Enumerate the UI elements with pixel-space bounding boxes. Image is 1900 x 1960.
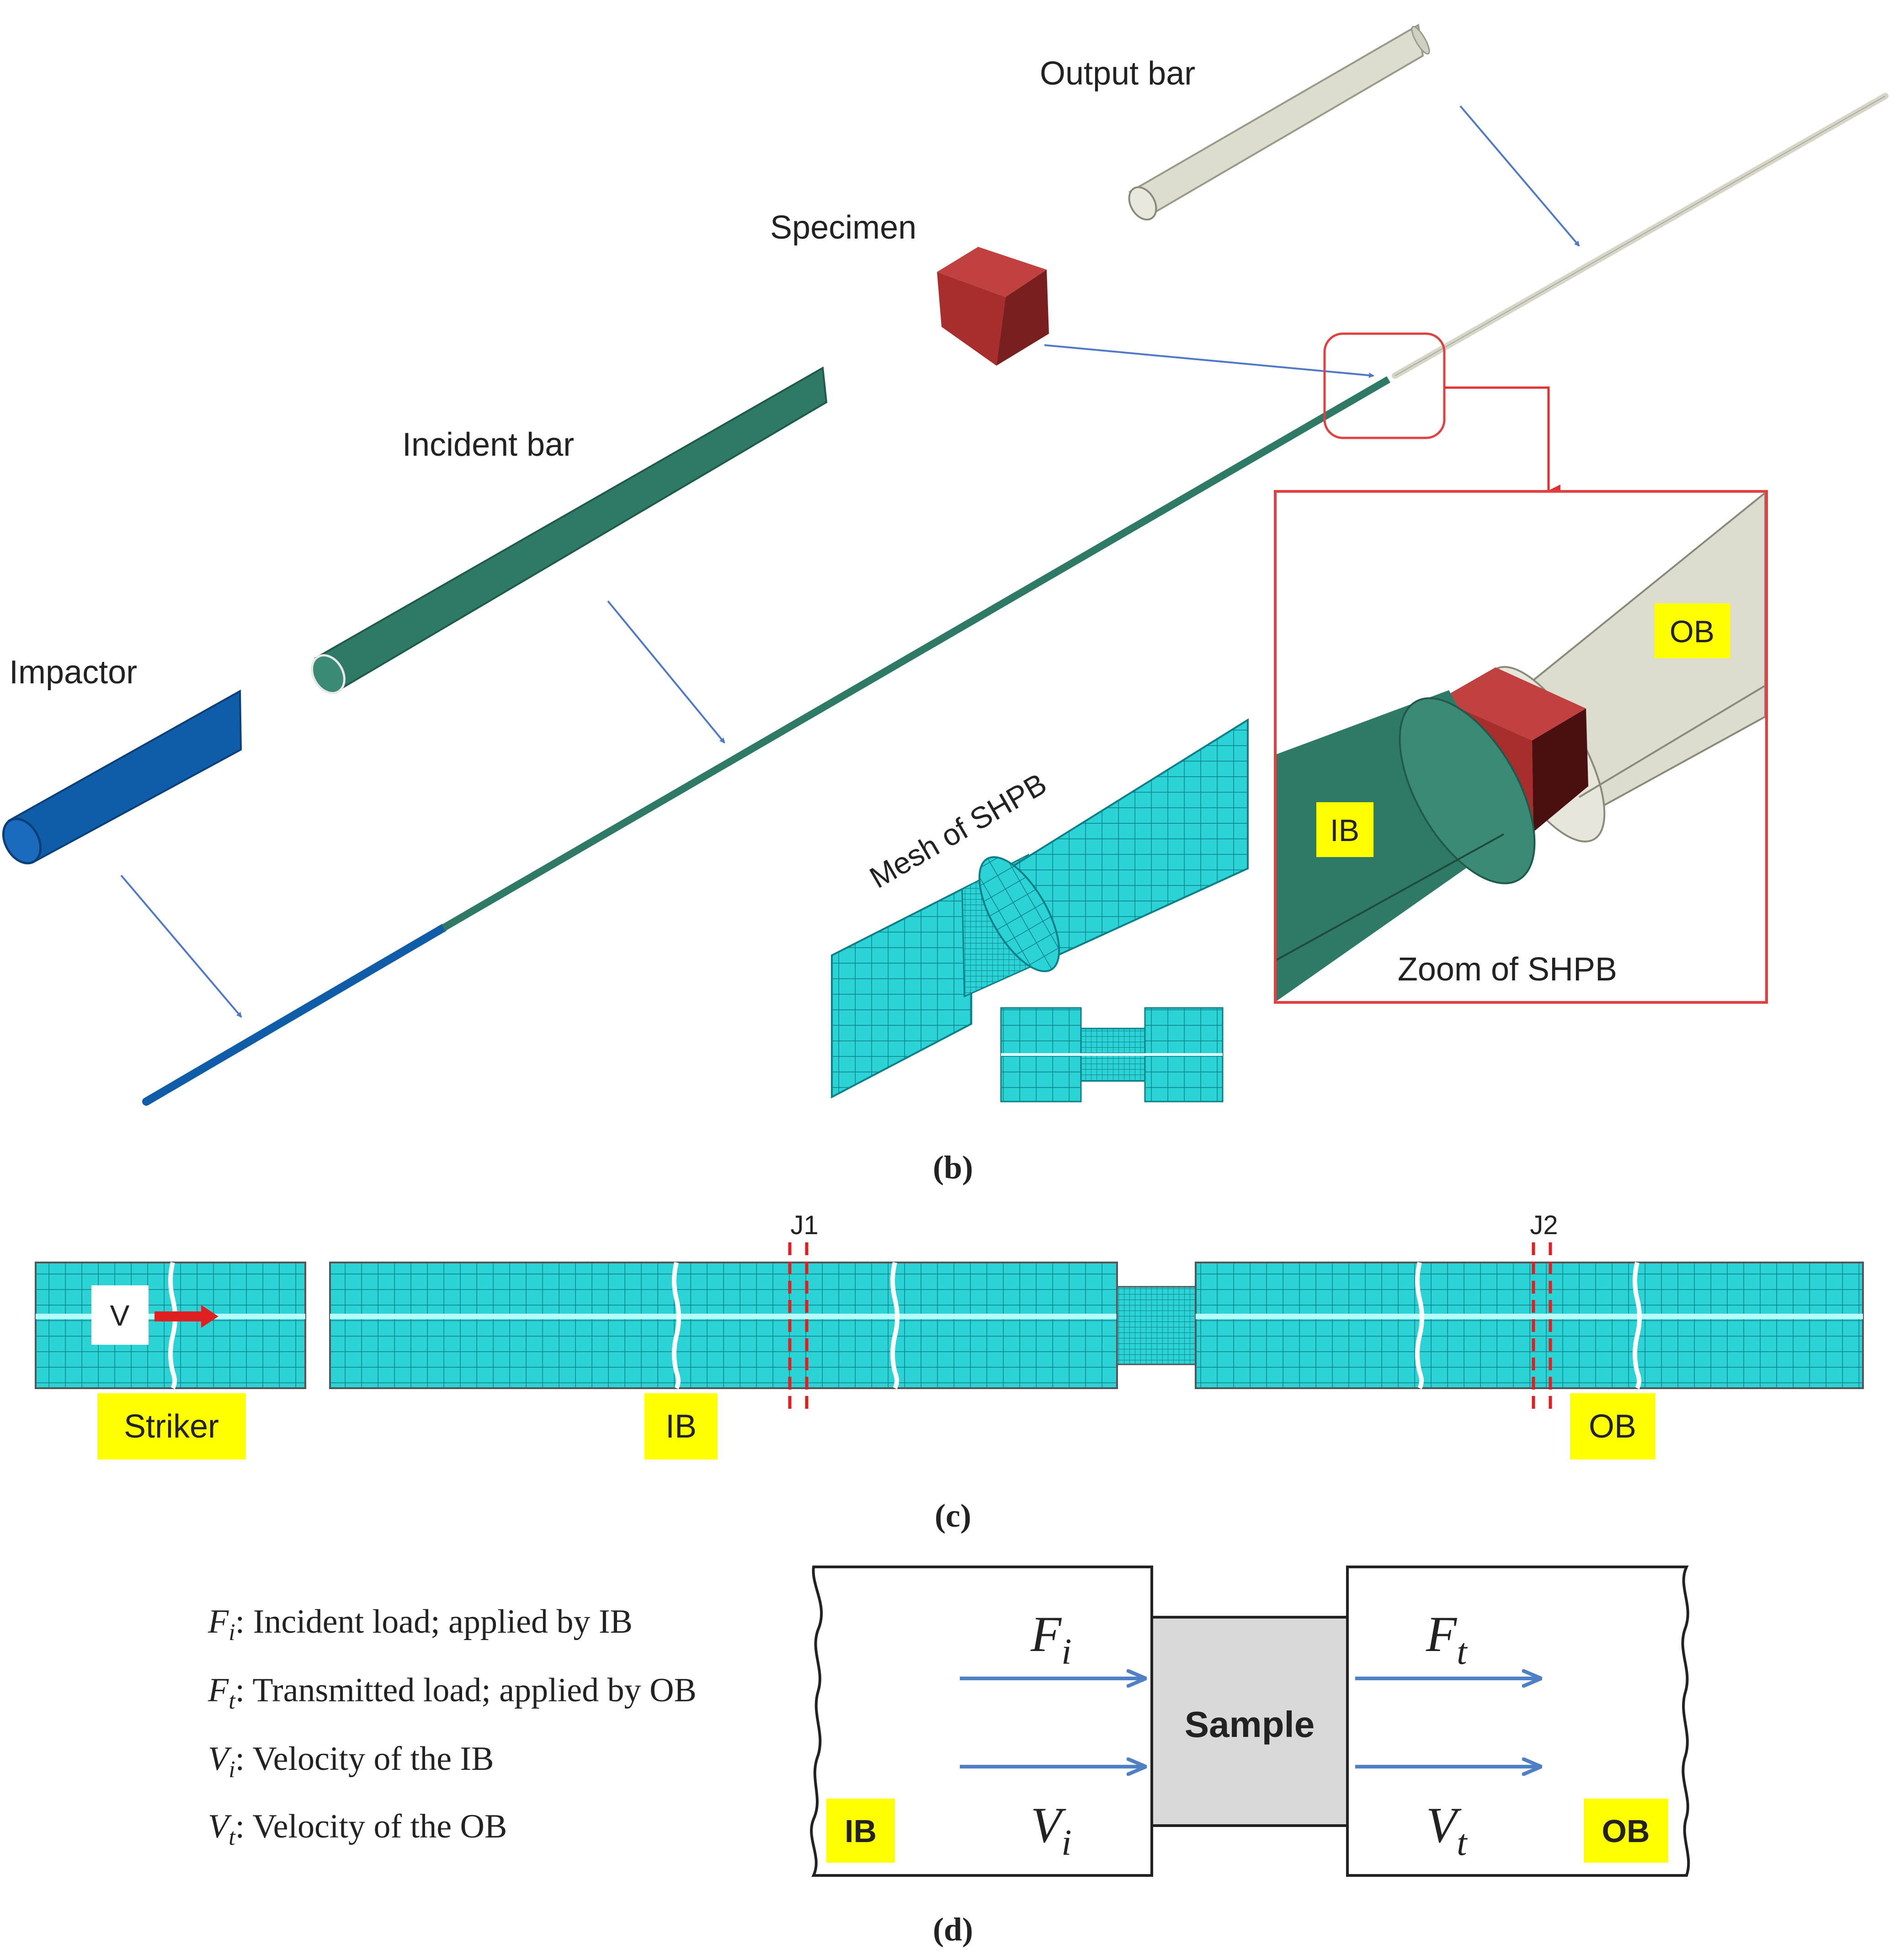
specimen-mesh (1116, 1286, 1197, 1365)
ob-tag-zoom (1655, 603, 1730, 658)
legend-fi: Fi: Incident load; applied by IB (208, 1603, 633, 1646)
incident-bar-cylinder (311, 366, 828, 694)
ob-tag-d (1584, 1799, 1668, 1863)
caption-d: (d) (933, 1911, 973, 1948)
impactor-cylinder (2, 689, 242, 864)
label-output-bar: Output bar (1040, 55, 1195, 92)
label-j2: J2 (1530, 1210, 1558, 1240)
arrow-incident-bar (607, 600, 725, 744)
label-ib-c: IB (665, 1408, 697, 1445)
label-ib-d: IB (845, 1813, 877, 1849)
caption-c: (c) (935, 1497, 971, 1534)
mesh-2d (1000, 1007, 1224, 1102)
sample-block (1150, 1616, 1349, 1827)
svg-text:Fi: Incident load; applied by: Fi: Incident load; applied by IB (208, 1603, 633, 1646)
symbol-fi: Fi (1030, 1606, 1071, 1672)
panel-d: Fi: Incident load; applied by IB Ft: Tra… (208, 1566, 1690, 1948)
caption-b: (b) (933, 1149, 973, 1186)
gauge-j2 (1532, 1242, 1552, 1410)
ob-box (1346, 1566, 1690, 1877)
svg-text:Ft: Transmitted load; applied: Ft: Transmitted load; applied by OB (208, 1672, 697, 1714)
legend-vi: Vi: Velocity of the IB (208, 1740, 494, 1783)
symbol-vi: Vi (1031, 1797, 1071, 1863)
label-impactor: Impactor (9, 654, 137, 691)
label-ob-d: OB (1602, 1813, 1650, 1849)
assembled-shpb-bar (142, 93, 1889, 1106)
label-j1: J1 (790, 1210, 818, 1240)
svg-text:Vi: Velocity of the IB: Vi: Velocity of the IB (208, 1740, 494, 1783)
label-ob-c: OB (1589, 1408, 1636, 1445)
label-zoom: Zoom of SHPB (1398, 951, 1617, 988)
ob-tag (1570, 1393, 1655, 1459)
legend-ft: Ft: Transmitted load; applied by OB (208, 1672, 697, 1714)
velocity-label: V (110, 1299, 130, 1332)
output-bar-cylinder (1128, 23, 1430, 221)
arrow-output-bar (1459, 105, 1580, 247)
specimen-cube (937, 247, 1049, 366)
striker-tag (97, 1393, 246, 1459)
label-striker: Striker (124, 1408, 219, 1445)
label-ob-zoom: OB (1670, 614, 1714, 649)
velocity-box (91, 1285, 149, 1345)
svg-text:Vt: Velocity of the OB: Vt: Velocity of the OB (208, 1808, 507, 1850)
ob-mesh (1195, 1262, 1864, 1389)
zoom-connector (1444, 386, 1560, 498)
zoom-panel: OB IB Zoom of SHPB (1274, 490, 1768, 1004)
ib-mesh (329, 1262, 1118, 1389)
label-ib-zoom: IB (1330, 813, 1359, 848)
label-sample: Sample (1185, 1704, 1315, 1745)
panel-c: V J1 J2 Striker IB OB (c) (35, 1210, 1864, 1534)
ib-tag (644, 1393, 718, 1459)
legend-vt: Vt: Velocity of the OB (208, 1808, 507, 1850)
zoom-target-box (1323, 332, 1446, 439)
gauge-j1 (788, 1242, 809, 1410)
arrow-impactor (120, 874, 242, 1018)
ib-tag-zoom (1316, 802, 1373, 857)
arrow-specimen (1044, 344, 1374, 378)
symbol-vt: Vt (1426, 1797, 1468, 1863)
label-specimen: Specimen (770, 209, 916, 246)
ib-tag-d (826, 1799, 895, 1863)
symbol-ft: Ft (1426, 1606, 1468, 1672)
panel-b: Output bar Specimen Incident bar Impacto… (2, 23, 1889, 1186)
label-incident-bar: Incident bar (402, 426, 574, 463)
ib-box (810, 1566, 1153, 1877)
mesh-3d (831, 718, 1249, 1099)
